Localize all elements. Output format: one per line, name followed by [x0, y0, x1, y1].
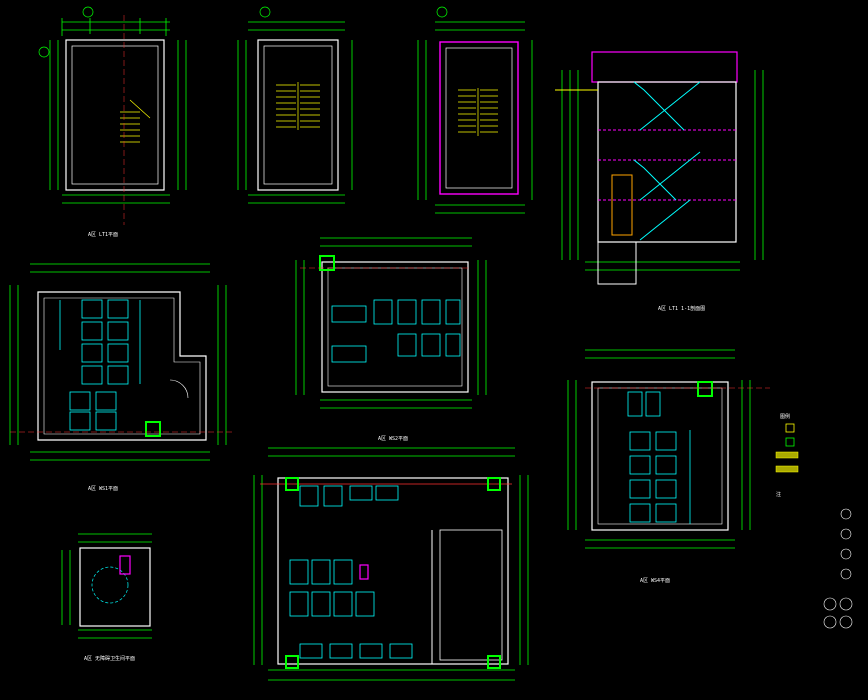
wall-inner: [71, 45, 159, 185]
ws4-plan[interactable]: A区 WS4平面: [567, 349, 770, 584]
drawing-title: A区 WS4平面: [640, 578, 670, 584]
wall-outline: [277, 477, 509, 665]
legend-heading: 图例: [780, 413, 790, 420]
hatched-wall-icon: [775, 465, 799, 473]
stair-treads: [458, 88, 498, 136]
dimension-lines: [49, 18, 187, 204]
stair-plan-2[interactable]: [237, 6, 353, 204]
dimension-lines: [61, 533, 152, 639]
stair-plan-1[interactable]: A区 LT1平面: [38, 6, 187, 238]
column-marker: [697, 381, 713, 397]
stair-section[interactable]: A区 LT1 1-1剖面图: [555, 51, 764, 312]
toilet-stalls: [289, 485, 413, 659]
wall-outline: [321, 261, 469, 393]
wall-inner: [263, 45, 333, 185]
dimension-lines: [9, 263, 227, 461]
turning-circle: [91, 566, 129, 604]
legend-symbols: [823, 508, 853, 629]
column-markers: [285, 477, 501, 669]
toilet-stalls: [59, 299, 141, 431]
section-walls: [597, 81, 737, 243]
wall-outline: [439, 41, 519, 195]
grid-bubble: [259, 6, 271, 18]
dimension-lines: [295, 237, 487, 409]
legend: 图例 注: [775, 413, 853, 629]
pit: [597, 241, 637, 285]
highlight-fixture: [359, 564, 369, 580]
dimension-lines: [253, 447, 529, 681]
drawing-title: A区 LT1 1-1剖面图: [658, 305, 705, 312]
hatched-wall-icon: [775, 451, 799, 459]
toilet-stalls: [627, 391, 691, 524]
wall-outline: [37, 291, 207, 441]
notes-heading: 注: [776, 491, 781, 498]
column-marker: [319, 255, 335, 271]
urinal-icon: [785, 437, 795, 447]
drawing-title: A区 WS2平面: [378, 436, 408, 442]
wall-outline: [79, 547, 151, 627]
grid-bubble: [82, 6, 94, 18]
toilet-stalls: [331, 299, 461, 363]
ws1-plan[interactable]: A区 WS1平面: [9, 263, 232, 492]
dimension-lines: [417, 21, 533, 214]
drawing-title: A区 WS1平面: [88, 486, 118, 492]
ws3-plan[interactable]: [253, 447, 529, 681]
wall-outline: [591, 381, 729, 531]
drawing-title: A区 无障碍卫生间平面: [84, 655, 135, 662]
dimension-lines: [567, 349, 751, 549]
door-swing: [169, 379, 189, 399]
stair-treads: [120, 99, 151, 143]
grid-bubble: [436, 6, 448, 18]
dimension-lines: [237, 21, 353, 204]
floor-slabs: [598, 129, 736, 201]
highlight-fixture: [119, 555, 131, 575]
wall-inner: [43, 297, 201, 435]
dimension-lines: [561, 70, 764, 271]
stair-treads: [276, 82, 320, 130]
column-marker: [145, 421, 161, 437]
wall-outline: [257, 39, 339, 191]
drawing-title: A区 LT1平面: [88, 232, 118, 238]
sink-icon: [785, 423, 795, 433]
door-opening: [611, 174, 633, 236]
wall-inner: [445, 47, 513, 189]
grid-bubble: [38, 46, 50, 58]
accessible-wc-plan[interactable]: A区 无障碍卫生间平面: [61, 533, 152, 662]
corridor-box: [439, 529, 503, 661]
stair-flights: [633, 81, 701, 241]
wall-outline: [65, 39, 165, 191]
stair-plan-3[interactable]: [417, 6, 533, 214]
ws2-plan[interactable]: A区 WS2平面: [295, 237, 487, 442]
